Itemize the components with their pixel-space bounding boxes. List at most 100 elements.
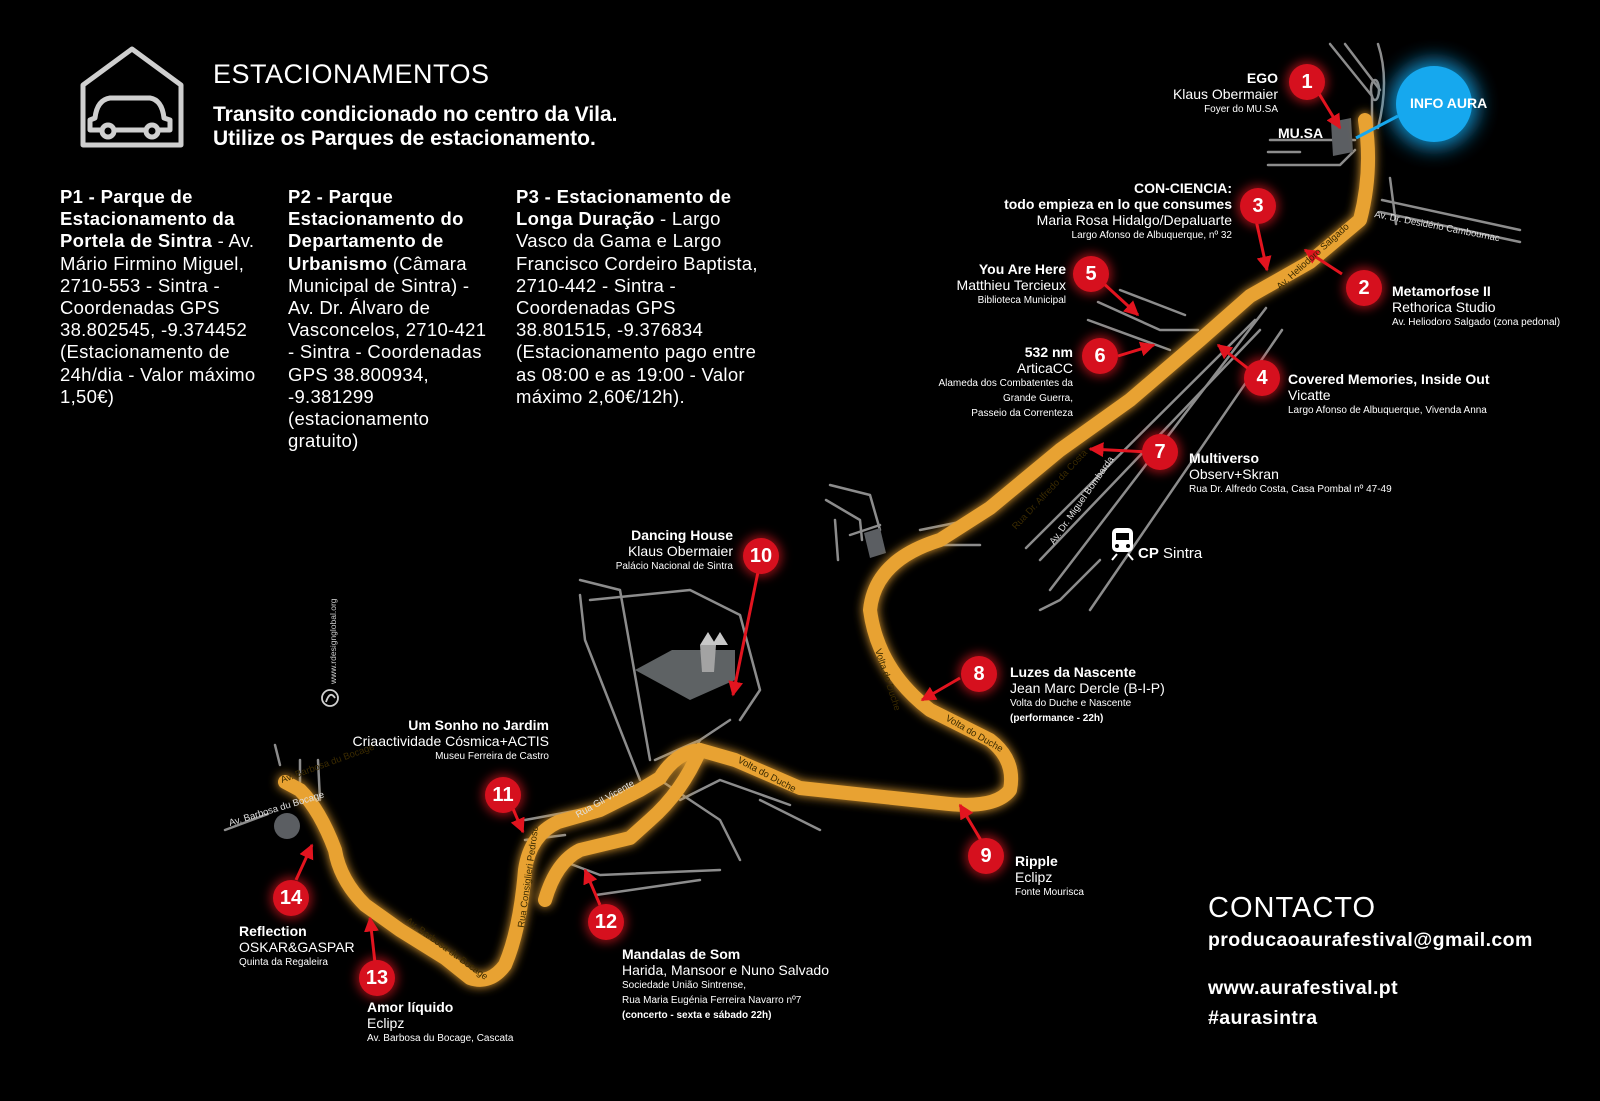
designer-credit: www.rdesignglobal.org — [328, 598, 338, 685]
train-icon — [1111, 528, 1134, 561]
event-13-title: Amor líquido — [367, 999, 454, 1015]
marker-14[interactable]: 14 — [273, 880, 309, 916]
palace-building-icon — [635, 632, 735, 700]
event-8-extra: (performance - 22h) — [1010, 713, 1104, 724]
event-2-place: Av. Heliodoro Salgado (zona pedonal) — [1392, 317, 1561, 328]
event-6-label: 532 nm ArticaCC Alameda dos Combatentes … — [938, 344, 1073, 421]
p2-title: P2 - Parque Estacionamento do Departamen… — [288, 186, 464, 274]
marker-8[interactable]: 8 — [961, 656, 997, 692]
cp-label-bold: CP — [1138, 545, 1159, 562]
info-aura-pointer — [1355, 114, 1399, 140]
marker-11[interactable]: 11 — [485, 777, 521, 813]
event-12-extra: (concerto - sexta e sábado 22h) — [622, 1010, 772, 1021]
event-7-artist: Observ+Skran — [1189, 466, 1279, 482]
event-14-title: Reflection — [239, 923, 307, 939]
event-6-place-3: Passeio da Correnteza — [971, 408, 1073, 419]
event-3-title-2: todo empieza en lo que consumes — [1004, 196, 1232, 212]
event-5-artist: Matthieu Tercieux — [956, 277, 1066, 293]
event-4-title: Covered Memories, Inside Out — [1288, 371, 1490, 387]
marker-13[interactable]: 13 — [359, 960, 395, 996]
musa-building-icon — [1331, 118, 1353, 156]
marker-5[interactable]: 5 — [1073, 256, 1109, 292]
parking-p3: P3 - Estacionamento de Longa Duração - L… — [516, 186, 766, 408]
event-7-place: Rua Dr. Alfredo Costa, Casa Pombal nº 47… — [1189, 484, 1392, 495]
event-1-artist: Klaus Obermaier — [1172, 86, 1278, 102]
marker-6[interactable]: 6 — [1082, 338, 1118, 374]
event-3-place: Largo Afonso de Albuquerque, nº 32 — [1071, 230, 1232, 241]
event-4-place: Largo Afonso de Albuquerque, Vivenda Ann… — [1288, 405, 1487, 416]
event-10-label: Dancing House Klaus Obermaier Palácio Na… — [616, 527, 733, 574]
parking-p1: P1 - Parque de Estacionamento da Portela… — [60, 186, 265, 408]
event-1-place: Foyer do MU.SA — [1204, 104, 1278, 115]
event-4-label: Covered Memories, Inside Out Vicatte Lar… — [1288, 371, 1490, 418]
street-duche-2: Volta do Duche — [944, 713, 1005, 755]
event-3-artist: Maria Rosa Hidalgo/Depaluarte — [1036, 212, 1232, 228]
event-10-artist: Klaus Obermaier — [627, 543, 733, 559]
street-barbosa-3: Av. Barbosa du Bocage — [403, 916, 490, 983]
event-9-title: Ripple — [1015, 853, 1058, 869]
junction-building — [864, 528, 886, 558]
contact-website[interactable]: www.aurafestival.pt — [1208, 977, 1399, 999]
marker-9[interactable]: 9 — [968, 838, 1004, 874]
marker-3[interactable]: 3 — [1240, 188, 1276, 224]
designer-logo-icon — [321, 689, 339, 707]
event-6-place-1: Alameda dos Combatentes da — [938, 378, 1073, 389]
event-5-label: You Are Here Matthieu Tercieux Bibliotec… — [957, 261, 1066, 308]
contact-email[interactable]: producaoaurafestival@gmail.com — [1208, 929, 1533, 951]
marker-1[interactable]: 1 — [1289, 64, 1325, 100]
event-8-artist: Jean Marc Dercle (B-I-P) — [1010, 680, 1165, 696]
festival-route — [278, 113, 1376, 987]
parking-p2: P2 - Parque Estacionamento do Departamen… — [288, 186, 493, 452]
contact-hashtag: #aurasintra — [1208, 1007, 1318, 1029]
event-12-artist: Harida, Mansoor e Nuno Salvado — [622, 962, 830, 978]
event-9-artist: Eclipz — [1015, 869, 1053, 885]
event-6-place-2: Grande Guerra, — [1002, 393, 1073, 404]
musa-label: MU.SA — [1278, 125, 1324, 141]
parking-heading: ESTACIONAMENTOS — [213, 59, 490, 89]
marker-4[interactable]: 4 — [1244, 360, 1280, 396]
event-14-artist: OSKAR&GASPAR — [239, 939, 355, 955]
marker-7[interactable]: 7 — [1142, 434, 1178, 470]
event-8-label: Luzes da Nascente Jean Marc Dercle (B-I-… — [1010, 664, 1165, 726]
event-9-place: Fonte Mourisca — [1015, 887, 1084, 898]
event-7-label: Multiverso Observ+Skran Rua Dr. Alfredo … — [1189, 450, 1392, 497]
event-7-title: Multiverso — [1189, 450, 1260, 466]
info-aura-label: INFO AURA — [1410, 95, 1488, 111]
event-13-label: Amor líquido Eclipz Av. Barbosa du Bocag… — [367, 999, 513, 1046]
event-9-label: Ripple Eclipz Fonte Mourisca — [1015, 853, 1084, 900]
event-1-label: EGO Klaus Obermaier Foyer do MU.SA — [1173, 70, 1278, 117]
info-aura-marker[interactable] — [1396, 66, 1472, 142]
event-3-title: CON-CIENCIA: — [1134, 180, 1232, 196]
event-13-artist: Eclipz — [367, 1015, 405, 1031]
marker-2[interactable]: 2 — [1346, 270, 1382, 306]
event-10-place: Palácio Nacional de Sintra — [615, 561, 733, 572]
parking-notice-2: Utilize os Parques de estacionamento. — [213, 127, 596, 150]
contact-heading: CONTACTO — [1208, 892, 1377, 924]
marker-12[interactable]: 12 — [588, 904, 624, 940]
regaleira-roundabout — [274, 813, 300, 839]
p1-body: - Av. Mário Firmino Miguel, 2710-553 - S… — [60, 230, 256, 407]
street-miguel: Av. Dr. Miguel Bombarda — [1047, 454, 1116, 547]
marker-10[interactable]: 10 — [743, 538, 779, 574]
event-2-title: Metamorfose II — [1392, 283, 1491, 299]
p2-body: (Câmara Municipal de Sintra) - Av. Dr. Á… — [288, 252, 487, 452]
event-8-place: Volta do Duche e Nascente — [1010, 698, 1132, 709]
event-4-artist: Vicatte — [1288, 387, 1331, 403]
cp-sintra-label: CP Sintra — [1138, 545, 1202, 562]
event-14-label: Reflection OSKAR&GASPAR Quinta da Regale… — [239, 923, 355, 970]
street-heliodoro: Av. Heliodoro Salgado — [1275, 221, 1352, 292]
event-12-label: Mandalas de Som Harida, Mansoor e Nuno S… — [622, 946, 829, 1023]
cp-label-rest: Sintra — [1158, 545, 1203, 562]
event-2-label: Metamorfose II Rethorica Studio Av. Heli… — [1392, 283, 1560, 330]
event-5-title: You Are Here — [978, 261, 1066, 277]
parking-notice-1: Transito condicionado no centro da Vila. — [213, 103, 618, 126]
event-11-label: Um Sonho no Jardim Criaactividade Cósmic… — [353, 717, 549, 764]
event-1-title: EGO — [1246, 70, 1278, 86]
event-12-title: Mandalas de Som — [622, 946, 741, 962]
event-11-title: Um Sonho no Jardim — [408, 717, 549, 733]
event-11-artist: Criaactividade Cósmica+ACTIS — [352, 733, 549, 749]
event-8-title: Luzes da Nascente — [1010, 664, 1137, 680]
event-11-place: Museu Ferreira de Castro — [435, 751, 549, 762]
event-6-title: 532 nm — [1024, 344, 1073, 360]
